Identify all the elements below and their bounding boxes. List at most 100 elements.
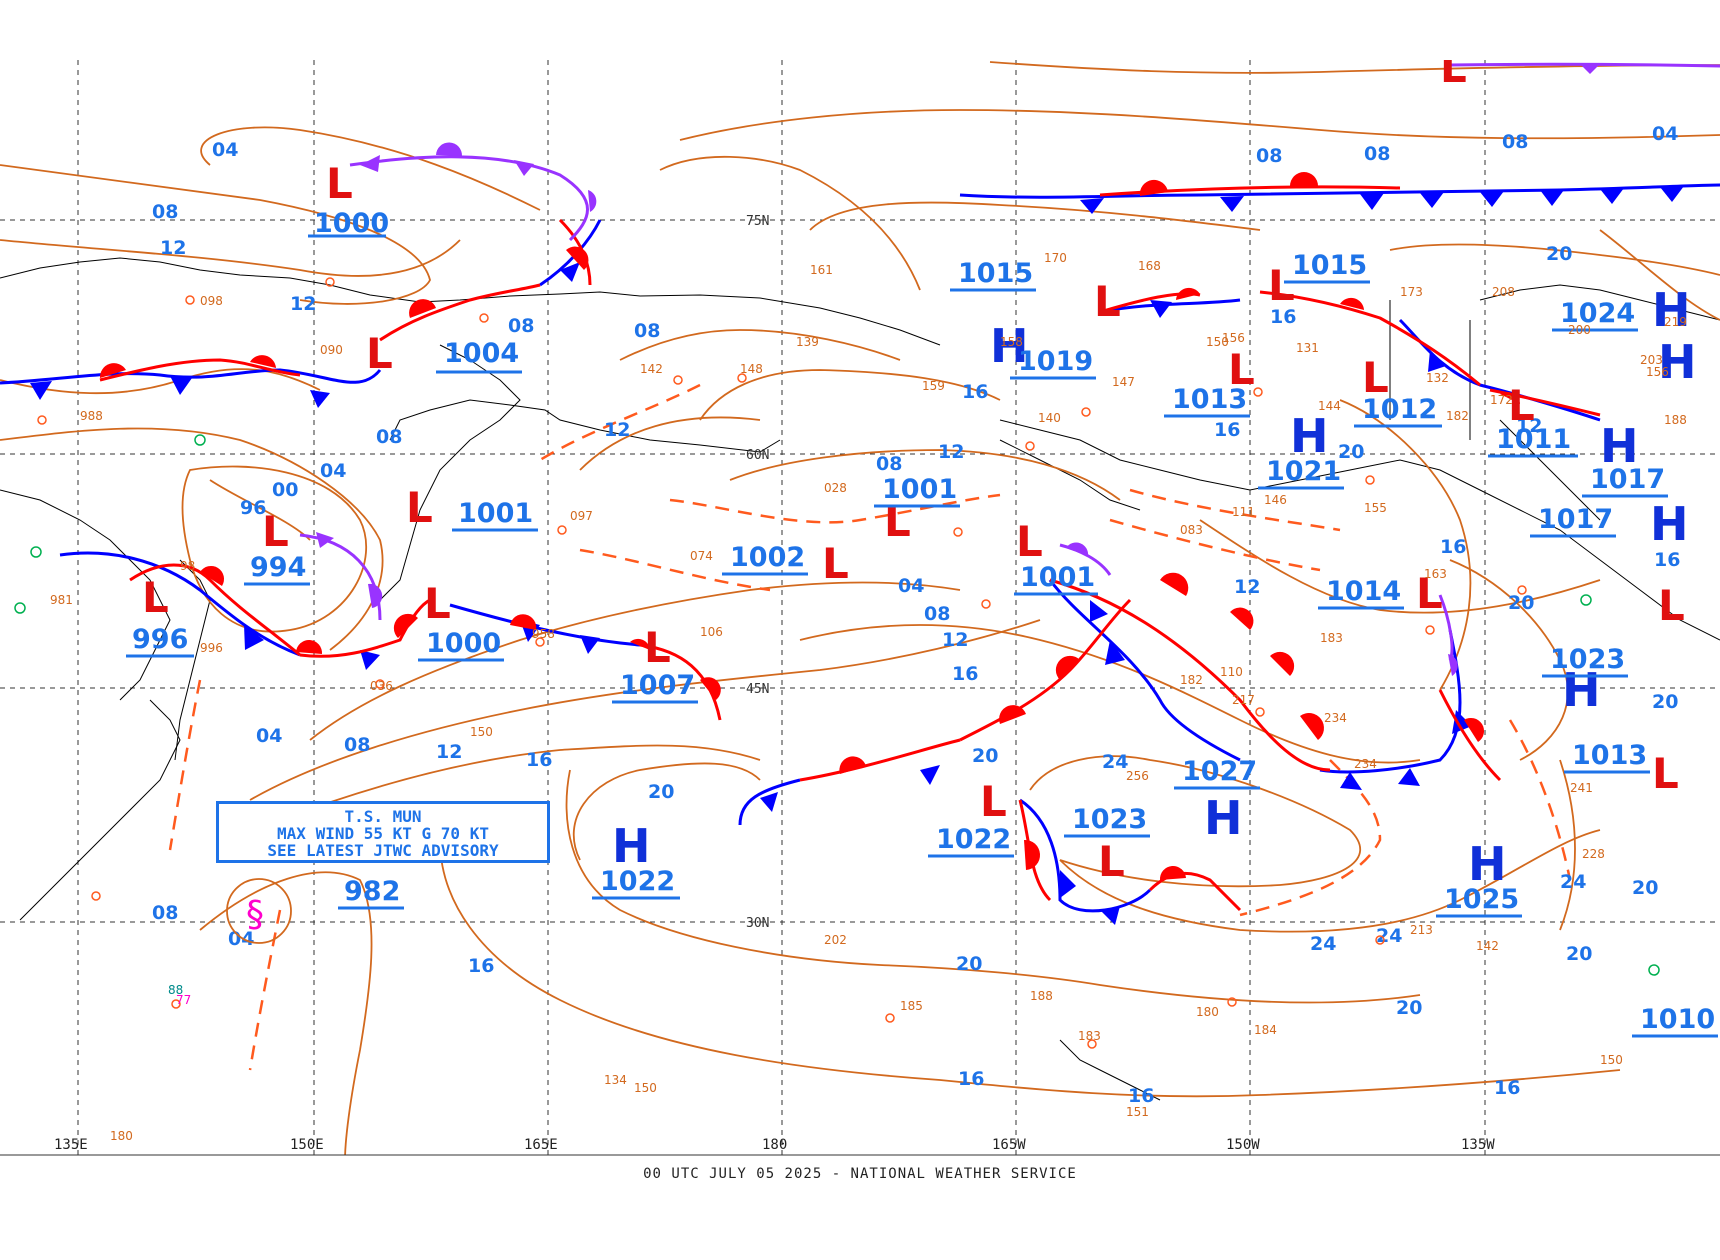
- svg-text:165E: 165E: [524, 1137, 558, 1153]
- svg-text:1021: 1021: [1266, 456, 1341, 487]
- low-center: L 996: [126, 573, 194, 658]
- svg-text:16: 16: [526, 749, 552, 771]
- svg-text:1022: 1022: [600, 866, 675, 897]
- map-footer: 00 UTC JULY 05 2025 - NATIONAL WEATHER S…: [643, 1166, 1077, 1182]
- svg-text:146: 146: [1264, 493, 1287, 507]
- low-center: L 1000: [418, 579, 504, 662]
- low-center: L 1001: [874, 474, 960, 546]
- high-center: H 1021: [1258, 409, 1344, 490]
- svg-text:12: 12: [160, 237, 186, 259]
- svg-text:150: 150: [470, 725, 493, 739]
- svg-text:L: L: [366, 329, 393, 378]
- coastlines: [0, 257, 1720, 1101]
- svg-text:131: 131: [1296, 341, 1319, 355]
- svg-text:1027: 1027: [1182, 756, 1257, 787]
- svg-text:097: 097: [570, 509, 593, 523]
- high-center: H 1024: [1552, 283, 1691, 337]
- svg-text:20: 20: [956, 953, 982, 975]
- svg-text:L: L: [262, 507, 289, 556]
- svg-text:H: H: [612, 819, 651, 873]
- svg-text:219: 219: [1664, 315, 1687, 329]
- low-center: L 1015: [1094, 250, 1370, 326]
- svg-text:24: 24: [1376, 925, 1402, 947]
- svg-text:135E: 135E: [54, 1137, 88, 1153]
- svg-text:208: 208: [1492, 285, 1515, 299]
- svg-text:228: 228: [1582, 847, 1605, 861]
- svg-text:168: 168: [1138, 259, 1161, 273]
- svg-text:098: 098: [200, 294, 223, 308]
- svg-text:16: 16: [958, 1068, 984, 1090]
- low-center: L 1004: [366, 329, 522, 378]
- svg-text:08: 08: [376, 426, 402, 448]
- svg-text:183: 183: [1078, 1029, 1101, 1043]
- low-center: L 1014: [1318, 569, 1443, 618]
- svg-text:163: 163: [1424, 567, 1447, 581]
- svg-text:1019: 1019: [1018, 346, 1093, 377]
- low-center: L 1001: [1014, 517, 1098, 596]
- svg-text:083: 083: [1180, 523, 1203, 537]
- advisory-line-3: SEE LATEST JTWC ADVISORY: [267, 841, 499, 860]
- svg-text:H: H: [1290, 409, 1329, 463]
- svg-text:148: 148: [740, 362, 763, 376]
- svg-text:08: 08: [876, 453, 902, 475]
- svg-text:1000: 1000: [314, 208, 389, 239]
- svg-text:16: 16: [1440, 536, 1466, 558]
- troughs: [168, 383, 1572, 1071]
- svg-text:090: 090: [320, 343, 343, 357]
- svg-text:16: 16: [1494, 1077, 1520, 1099]
- svg-text:142: 142: [1476, 939, 1499, 953]
- advisory-line-1: T.S. MUN: [344, 807, 422, 826]
- svg-text:L: L: [406, 483, 433, 532]
- high-center: 1010: [1632, 1004, 1718, 1038]
- svg-text:159: 159: [922, 379, 945, 393]
- svg-text:1007: 1007: [620, 670, 695, 701]
- svg-text:139: 139: [796, 335, 819, 349]
- svg-text:L: L: [1016, 517, 1043, 566]
- low-center: L 1001: [406, 483, 538, 532]
- svg-text:183: 183: [1320, 631, 1343, 645]
- svg-text:16: 16: [1214, 419, 1240, 441]
- warm-front-pips: [99, 172, 1520, 880]
- svg-text:958: 958: [532, 627, 555, 641]
- svg-text:08: 08: [1256, 145, 1282, 167]
- svg-text:L: L: [1228, 345, 1255, 394]
- tropical-storm-advisory-box: T.S. MUN MAX WIND 55 KT G 70 KT SEE LATE…: [216, 801, 550, 863]
- svg-text:04: 04: [228, 928, 254, 950]
- latitude-labels: 75N 60N 45N 30N: [746, 214, 769, 931]
- svg-text:20: 20: [1396, 997, 1422, 1019]
- svg-text:H: H: [1658, 335, 1697, 389]
- svg-text:04: 04: [256, 725, 282, 747]
- svg-text:185: 185: [900, 999, 923, 1013]
- svg-text:142: 142: [640, 362, 663, 376]
- svg-text:L: L: [326, 159, 353, 208]
- svg-text:173: 173: [1400, 285, 1423, 299]
- svg-text:00: 00: [272, 479, 298, 501]
- svg-text:24: 24: [1102, 751, 1128, 773]
- svg-text:§: §: [246, 894, 264, 935]
- svg-text:1012: 1012: [1362, 394, 1437, 425]
- high-center: H 1022: [592, 819, 680, 900]
- low-center: L: [1652, 749, 1679, 798]
- svg-text:16: 16: [1128, 1085, 1154, 1107]
- high-pressure-centers: H 1022 H 1027 H 1025 H 1015 1019: [592, 258, 1718, 1038]
- svg-text:08: 08: [1364, 143, 1390, 165]
- svg-text:H: H: [1204, 791, 1243, 845]
- svg-text:1001: 1001: [1020, 562, 1095, 593]
- high-center: H 1023: [1542, 644, 1628, 717]
- svg-text:08: 08: [508, 315, 534, 337]
- svg-text:203: 203: [1640, 353, 1663, 367]
- svg-text:20: 20: [1566, 943, 1592, 965]
- low-center: L 1011: [1488, 381, 1578, 458]
- svg-text:988: 988: [80, 409, 103, 423]
- svg-text:75N: 75N: [746, 214, 769, 229]
- svg-text:156: 156: [1222, 331, 1245, 345]
- svg-text:184: 184: [1254, 1023, 1277, 1037]
- low-center: L 1023: [1064, 804, 1150, 886]
- svg-text:180: 180: [762, 1137, 787, 1153]
- svg-text:180: 180: [110, 1129, 133, 1143]
- high-center: H 1027: [1174, 756, 1260, 845]
- svg-text:1014: 1014: [1326, 576, 1401, 607]
- svg-text:1017: 1017: [1590, 464, 1665, 495]
- high-center: H 1015: [950, 258, 1036, 373]
